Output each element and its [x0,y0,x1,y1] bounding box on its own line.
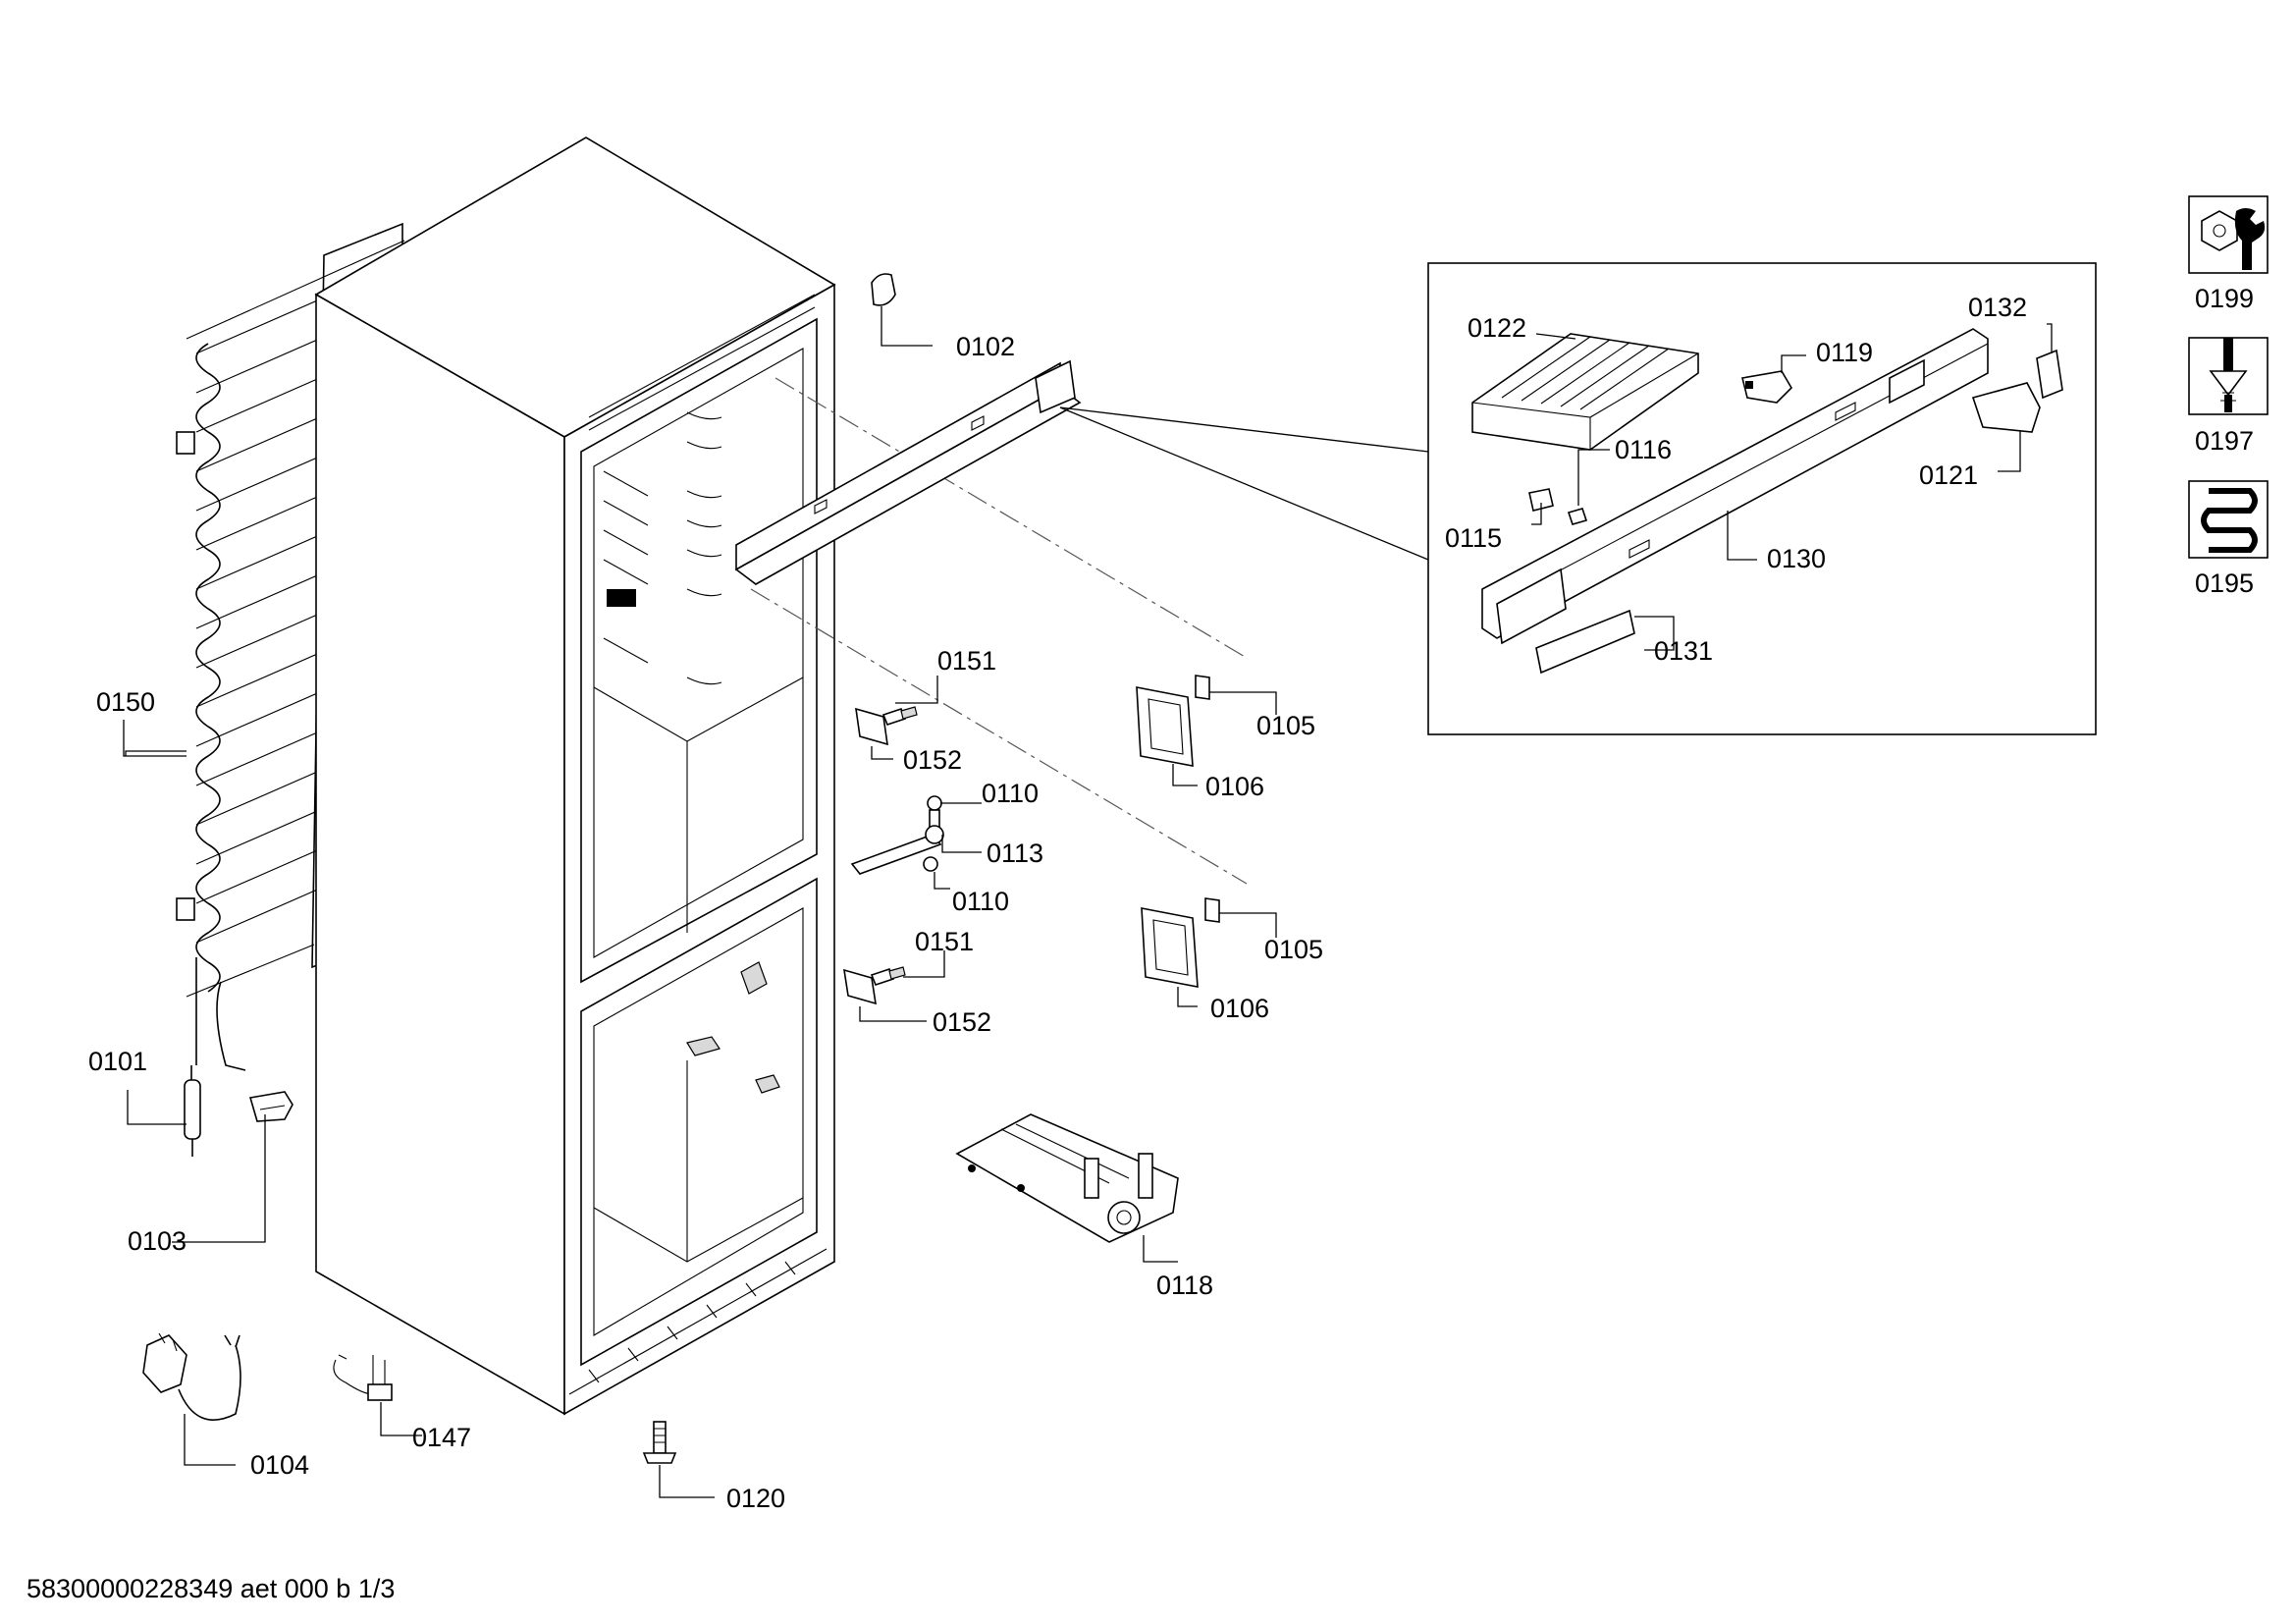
callout-0119: 0119 [1816,338,1873,367]
service-code-0199: 0199 [2195,284,2254,313]
callout-0105-lower: 0105 [1264,935,1323,964]
service-code-0195: 0195 [2195,568,2254,598]
callout-0105-upper: 0105 [1256,711,1315,740]
callout-0110-upper: 0110 [982,779,1039,808]
callout-0150: 0150 [96,687,155,717]
refrigerator-cabinet [314,136,836,1416]
callout-0104: 0104 [250,1450,309,1480]
leader-lines [123,306,2053,1498]
callout-0102: 0102 [956,332,1015,361]
document-code: 58300000228349 aet 000 b 1/3 [27,1574,395,1603]
callout-0152-lower: 0152 [933,1007,991,1037]
assembly-reference-lines [750,377,1248,885]
light-switch [1528,488,1554,512]
control-module [1471,333,1699,451]
callout-labels: 0102 0150 0101 0103 0104 0147 0120 0151 … [88,293,2027,1513]
callout-0106-upper: 0106 [1205,772,1264,801]
callout-0116: 0116 [1615,435,1672,464]
callout-0151-lower: 0151 [915,927,974,956]
power-cord [142,1332,241,1421]
adjustable-foot [642,1421,677,1464]
seal-frame-upper [1136,675,1210,767]
control-rail [734,359,1082,585]
callout-0152-upper: 0152 [903,745,962,775]
callout-0121: 0121 [1919,460,1978,490]
service-code-0197: 0197 [2195,426,2254,456]
callout-0147: 0147 [412,1423,471,1452]
hinge-cover-clip [871,273,896,306]
callout-0122: 0122 [1468,313,1526,343]
middle-hinge [850,795,944,875]
heating-coil-icon [2188,480,2269,559]
condenser-tube-loops [195,343,221,993]
panel-cover [1535,609,1635,675]
callout-0106-lower: 0106 [1210,994,1269,1023]
hinge-cover-lower [843,966,906,1005]
wire-harness [333,1354,393,1401]
callout-0151-upper: 0151 [937,646,996,676]
callout-0120: 0120 [726,1484,785,1513]
shelf-supports [603,411,722,685]
mounting-clip [248,1091,294,1122]
detail-box [1059,262,2097,735]
callout-0132: 0132 [1968,293,2027,322]
control-panel-strip [1481,328,1989,645]
callout-0110-lower: 0110 [952,887,1009,916]
callout-0131: 0131 [1654,636,1713,666]
callout-0103: 0103 [128,1226,187,1256]
seal-frame-lower [1141,897,1220,988]
bottom-hinge [955,1113,1179,1243]
callout-0113: 0113 [987,839,1043,868]
wrench-nut-icon [2188,195,2269,274]
callout-0101: 0101 [88,1047,147,1076]
callout-0115: 0115 [1445,523,1502,553]
filter-dryer [184,1065,201,1157]
end-bracket [1971,382,2041,433]
lamp-holder [1567,508,1588,525]
callout-0118: 0118 [1156,1271,1213,1300]
door-switch [1741,370,1793,404]
end-cap [2036,349,2063,400]
service-icon-column: 0199 0197 0195 [2188,195,2269,598]
screwdriver-icon [2188,337,2269,415]
hinge-cover-upper [855,706,918,746]
callout-0130: 0130 [1767,544,1826,573]
